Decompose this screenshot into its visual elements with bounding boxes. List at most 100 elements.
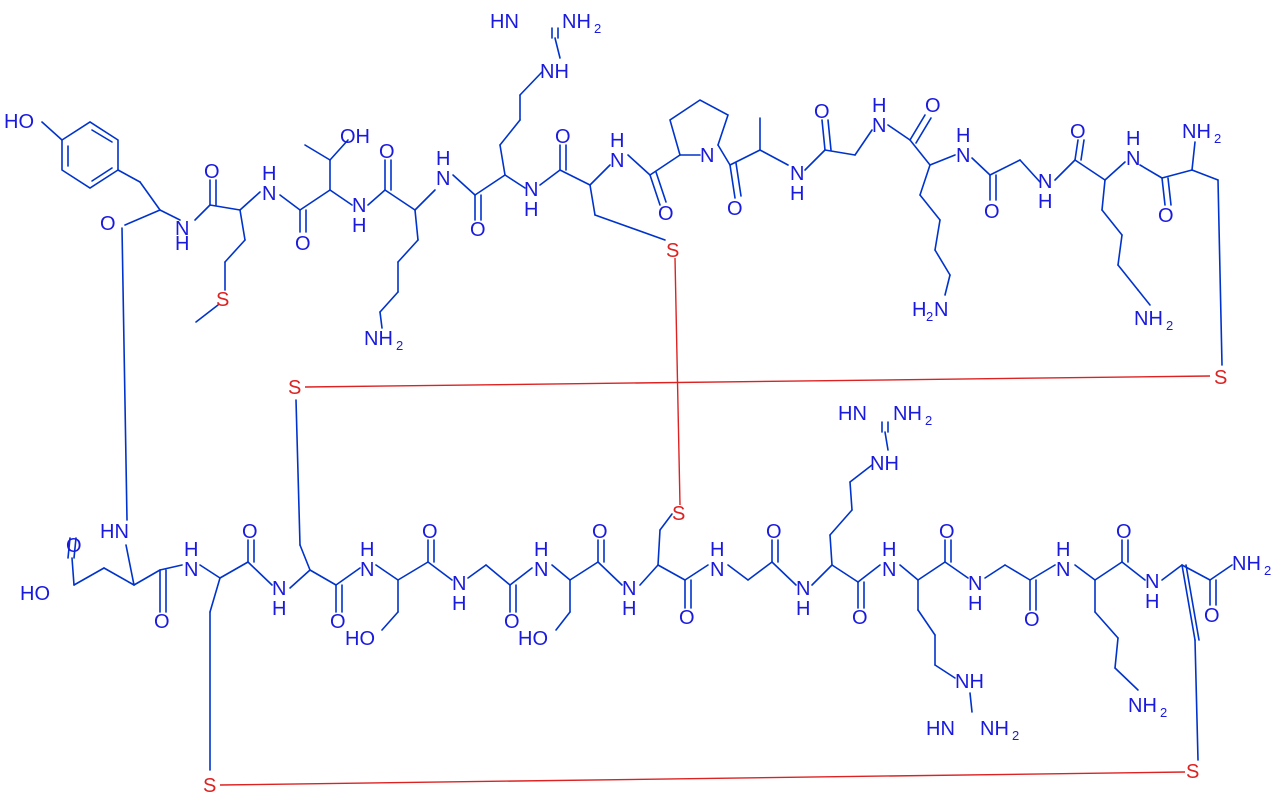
methionine-sulfur: S [216,289,229,311]
serine-hydroxyl: HO [518,628,548,650]
c-terminal-amide: NH [1232,553,1261,575]
carbonyl-oxygen: O [242,521,258,543]
amide-hydrogen: H [956,125,970,147]
subscript-two: 2 [1012,728,1019,743]
lysine-amine: NH [364,328,393,350]
carbonyl-oxygen: O [814,101,830,123]
carbonyl-oxygen: O [939,521,955,543]
cysteine-sulfur: S [672,503,685,525]
subscript-two: 2 [396,338,403,353]
amide-nitrogen: N [882,559,896,581]
amide-nitrogen: N [352,195,366,217]
amide-nitrogen: N [710,559,724,581]
top-chain-bonds [41,27,1223,521]
amide-hydrogen: H [452,593,466,615]
amide-hydrogen: H [968,593,982,615]
carbonyl-oxygen: O [100,213,116,235]
amide-hydrogen: H [622,598,636,620]
subscript-two: 2 [1166,318,1173,333]
threonine-hydroxyl: OH [340,126,370,148]
carbonyl-oxygen: O [1116,521,1132,543]
amide-nitrogen: N [524,179,538,201]
carbonyl-oxygen: O [555,126,571,148]
amide-nitrogen: N [272,578,286,600]
subscript-two: 2 [594,21,601,36]
amide-nitrogen: N [175,218,189,240]
n-terminal-amine: NH [1182,121,1211,143]
carbonyl-oxygen: O [852,607,868,629]
amide-hydrogen: H [610,130,624,152]
amide-nitrogen: N [262,183,276,205]
amide-hydrogen: H [1056,539,1070,561]
cysteine-sulfur: S [203,775,216,797]
guanidine-imine: HN [490,11,519,33]
amide-hydrogen: H [710,539,724,561]
amide-nitrogen: N [1038,171,1052,193]
amide-hydrogen: H [262,163,276,185]
amide-hydrogen: H [882,539,896,561]
amide-nitrogen: N [534,559,548,581]
carbonyl-oxygen: O [766,521,782,543]
amide-nitrogen: N [1126,148,1140,170]
guanidine-amine: NH [980,718,1009,740]
cysteine-sulfur: S [1214,367,1227,389]
amide-hydrogen: H [360,539,374,561]
amide-nitrogen: N [790,163,804,185]
amide-nitrogen: N [1145,571,1159,593]
amide-nitrogen: N [968,573,982,595]
carbonyl-oxygen: O [727,198,743,220]
amide-hydrogen: H [796,598,810,620]
disulfide-bridges [219,257,1211,786]
asp-amine: HN [100,521,129,543]
amide-hydrogen: H [1038,191,1052,213]
subscript-two: 2 [1160,705,1167,720]
serine-hydroxyl: HO [345,628,375,650]
carbonyl-oxygen: O [470,219,486,241]
amide-nitrogen: N [796,578,810,600]
guanidine-amine: NH [893,403,922,425]
amide-nitrogen: N [610,150,624,172]
carbonyl-oxygen: O [1204,605,1220,627]
lysine-amine: H [912,299,926,321]
amide-hydrogen: H [1145,591,1159,613]
atom-labels: HO O N H O S H N O OH N H O NH 2 H N O H… [4,11,1271,797]
carbonyl-oxygen: O [679,607,695,629]
carbonyl-oxygen: O [658,203,674,225]
amide-nitrogen: N [956,145,970,167]
carbonyl-oxygen: O [154,611,170,633]
amide-nitrogen: N [360,559,374,581]
hydroxyl-label: HO [4,111,34,133]
guanidine-nh: NH [955,671,984,693]
amide-nitrogen: N [872,115,886,137]
amide-nitrogen: N [452,573,466,595]
lysine-amine-n: N [934,299,948,321]
carbonyl-oxygen: O [330,611,346,633]
proline-nitrogen: N [700,145,714,167]
subscript-two: 2 [1214,131,1221,146]
carbonyl-oxygen: O [204,161,220,183]
bottom-chain-bonds [67,399,1233,771]
cysteine-sulfur: S [666,240,679,262]
subscript-two: 2 [1264,563,1271,578]
amide-hydrogen: H [184,539,198,561]
guanidine-nh: NH [540,61,569,83]
carbonyl-oxygen: O [1070,121,1086,143]
carbonyl-oxygen: O [295,233,311,255]
guanidine-nh: NH [870,453,899,475]
carbonyl-oxygen: O [1024,609,1040,631]
amide-hydrogen: H [272,598,286,620]
guanidine-imine: HN [838,403,867,425]
amide-nitrogen: N [184,559,198,581]
amide-hydrogen: H [534,539,548,561]
cysteine-sulfur: S [288,377,301,399]
carbonyl-oxygen: O [592,521,608,543]
carbonyl-oxygen: O [925,95,941,117]
guanidine-amine: NH [562,11,591,33]
asp-carboxyl-hydroxyl: HO [20,583,50,605]
carbonyl-oxygen: O [379,141,395,163]
subscript-two: 2 [926,309,933,324]
amide-hydrogen: H [872,95,886,117]
amide-hydrogen: H [352,215,366,237]
carbonyl-oxygen: O [984,201,1000,223]
cysteine-sulfur: S [1186,761,1199,783]
